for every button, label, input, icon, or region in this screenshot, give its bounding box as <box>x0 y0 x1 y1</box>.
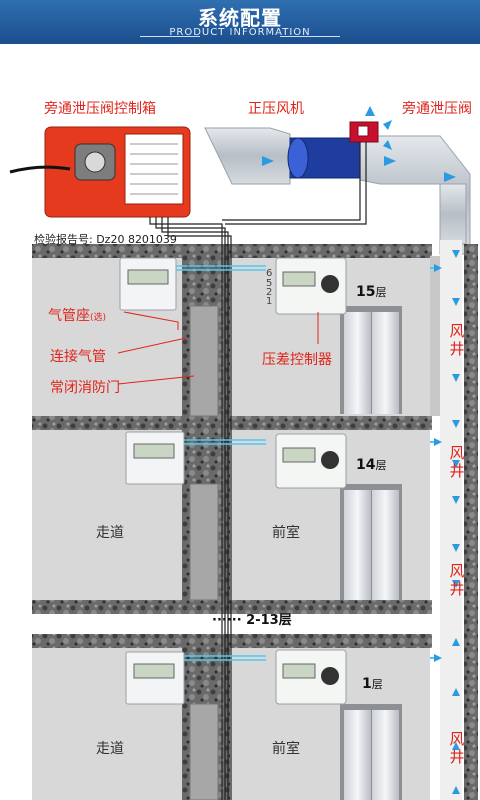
label-air-shaft-jing: 井 <box>449 462 465 480</box>
leader-lines <box>117 311 319 385</box>
label-bypass-control-box: 旁通泄压阀控制箱 <box>44 101 156 117</box>
header-divider-left <box>140 36 200 37</box>
page-subtitle: PRODUCT INFORMATION <box>169 27 311 38</box>
pressure-controller-device <box>275 433 347 489</box>
air-shaft-wall <box>464 244 478 800</box>
label-corridor: 走道 <box>96 741 124 757</box>
pipe-label-5: 5 <box>266 278 273 289</box>
label-air-pipe-seat-optional: (选) <box>90 313 107 323</box>
system-diagram <box>9 106 478 800</box>
floor-number-14: 14层 <box>356 457 386 473</box>
arrow-right-icon <box>434 264 442 662</box>
label-air-shaft-feng: 风 <box>449 444 465 462</box>
floor-number-15: 15层 <box>356 284 386 300</box>
air-pipe-seat-device <box>125 651 185 705</box>
label-floors-2-13: ······ 2-13层 <box>212 613 292 628</box>
pressure-controller-device <box>275 649 347 705</box>
label-fire-door: 常闭消防门 <box>50 380 120 396</box>
elevator-door-icon <box>340 306 402 414</box>
air-pipe-seat-device <box>125 431 185 485</box>
label-positive-pressure-fan: 正压风机 <box>248 101 304 117</box>
bypass-control-box <box>9 126 191 218</box>
label-air-shaft-feng: 风 <box>449 562 465 580</box>
floor-number-1: 1层 <box>362 676 383 692</box>
floor-1-value: 1 <box>362 676 372 692</box>
air-tubes <box>176 265 266 661</box>
label-air-pipe-seat: 气管座(选) <box>48 305 106 325</box>
label-air-shaft: 风 井 <box>448 730 466 766</box>
arrow-up-icon <box>452 638 460 794</box>
pipe-label-6: 6 <box>266 268 273 279</box>
label-air-shaft-jing: 井 <box>449 340 465 358</box>
page-title: 系统配置 <box>198 6 282 30</box>
label-anteroom: 前室 <box>272 741 300 757</box>
label-bypass-valve: 旁通泄压阀 <box>402 101 472 117</box>
fire-door <box>189 703 219 800</box>
floor-1-unit: 层 <box>371 678 383 691</box>
duct-system <box>204 121 471 255</box>
airflow-arrows <box>262 106 456 182</box>
label-air-shaft: 风 井 <box>448 562 466 598</box>
label-air-shaft-jing: 井 <box>449 580 465 598</box>
fire-door <box>189 483 219 601</box>
floor-14-value: 14 <box>356 457 376 473</box>
header-divider-right <box>280 36 340 37</box>
label-air-shaft: 风 井 <box>448 444 466 480</box>
label-air-pipe-seat-text: 气管座 <box>48 308 90 324</box>
floor-15-value: 15 <box>356 284 376 300</box>
fire-door <box>189 305 219 417</box>
label-connect-air-pipe: 连接气管 <box>50 349 106 365</box>
signal-cables <box>149 142 367 800</box>
label-pressure-controller: 压差控制器 <box>262 352 332 368</box>
inspection-report-number: 检验报告号: Dz20 8201039 <box>34 233 177 246</box>
elevator-door-icon <box>340 704 402 800</box>
pipe-label-2: 2 <box>266 287 273 298</box>
air-pipe-seat-device <box>119 257 177 311</box>
label-corridor: 走道 <box>96 525 124 541</box>
label-anteroom: 前室 <box>272 525 300 541</box>
arrow-down-icon <box>452 250 460 588</box>
label-air-shaft-feng: 风 <box>449 730 465 748</box>
pipe-label-1: 1 <box>266 296 273 307</box>
floor-15-unit: 层 <box>375 286 387 299</box>
label-air-shaft: 风 井 <box>448 322 466 358</box>
pressure-controller-device <box>275 257 347 315</box>
floor-14-unit: 层 <box>375 459 387 472</box>
label-air-shaft-feng: 风 <box>449 322 465 340</box>
label-air-shaft-jing: 井 <box>449 748 465 766</box>
header-banner: 系统配置 PRODUCT INFORMATION <box>0 0 480 44</box>
elevator-door-icon <box>340 484 402 600</box>
